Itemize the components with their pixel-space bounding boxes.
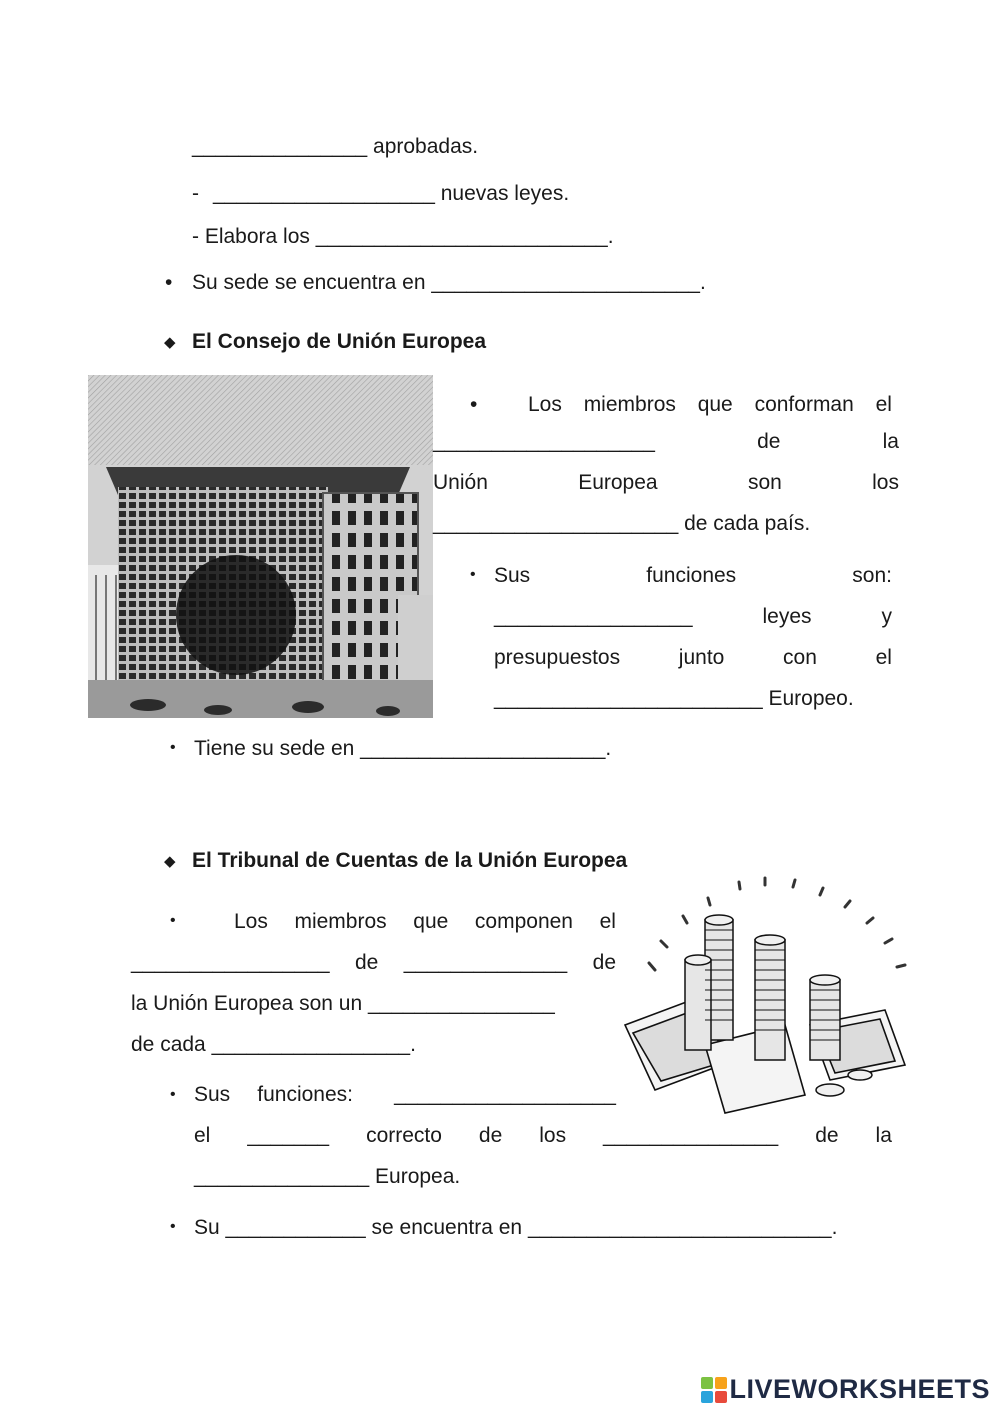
word: funciones — [646, 564, 737, 587]
word: de — [757, 430, 781, 453]
word: Sus — [494, 564, 531, 587]
word: son — [747, 471, 782, 494]
money-illustration — [615, 875, 915, 1120]
tribunal-p1-row3: la Unión Europea son un ________________ — [131, 992, 555, 1015]
section-heading-tribunal: El Tribunal de Cuentas de la Unión Europ… — [192, 849, 628, 872]
consejo-p2-row4: _______________________ Europeo. — [494, 687, 854, 710]
consejo-p2-row1: Sus funciones son: — [494, 564, 892, 588]
consejo-p1-row2: ___________________ de la — [433, 430, 899, 454]
money-sketch — [623, 876, 907, 1114]
word: funciones: — [257, 1083, 353, 1106]
line-aprobadas: _______________ aprobadas. — [192, 135, 479, 158]
word: Europea — [578, 471, 658, 494]
logo-grid-icon — [701, 1376, 728, 1403]
word: componen — [474, 910, 573, 933]
word: presupuestos — [494, 646, 621, 669]
blank: _________________ — [494, 605, 693, 628]
blank: _______________ — [603, 1124, 779, 1147]
word: de — [592, 951, 616, 974]
word: de — [478, 1124, 503, 1147]
diamond-bullet: ◆ — [164, 853, 176, 870]
blank: ___________________ — [433, 430, 655, 453]
tribunal-p1-row2: _________________ de ______________ de — [131, 951, 616, 975]
word: miembros — [583, 393, 676, 416]
building-sketch — [88, 375, 433, 718]
word: correcto — [366, 1124, 442, 1147]
bullet: • — [170, 1086, 176, 1103]
tribunal-p2-row2: el _______ correcto de los _____________… — [194, 1124, 892, 1148]
consejo-p1-row1: Los miembros que conforman el — [528, 393, 892, 417]
word: Sus — [194, 1083, 231, 1106]
word: y — [881, 605, 892, 628]
logo-text: LIVEWORKSHEETS — [729, 1374, 990, 1404]
tribunal-p1-row1: Los miembros que componen el — [234, 910, 616, 934]
word: Los — [528, 393, 562, 416]
word: que — [413, 910, 449, 933]
word: el — [875, 393, 892, 416]
tribunal-p2-row1: Sus funciones: ___________________ — [194, 1083, 616, 1107]
consejo-p2-row3: presupuestos junto con el — [494, 646, 892, 670]
diamond-bullet: ◆ — [164, 334, 176, 351]
line-elabora: - Elabora los _________________________. — [192, 225, 614, 248]
tribunal-sede-line: Su ____________ se encuentra en ________… — [194, 1216, 838, 1239]
word: la — [875, 1124, 892, 1147]
tribunal-p2-row3: _______________ Europea. — [194, 1165, 461, 1188]
word: el — [194, 1124, 211, 1147]
word: el — [599, 910, 616, 933]
line-sede: Su sede se encuentra en ________________… — [192, 271, 706, 294]
word: que — [697, 393, 733, 416]
consejo-p1-row4: _____________________ de cada país. — [433, 512, 811, 535]
consejo-sede-line: Tiene su sede en _____________________. — [194, 737, 612, 760]
consejo-p1-row3: Unión Europea son los — [433, 471, 899, 495]
word: con — [783, 646, 817, 669]
section-heading-consejo: El Consejo de Unión Europea — [192, 330, 487, 353]
word: los — [539, 1124, 567, 1147]
word: junto — [678, 646, 725, 669]
word: miembros — [294, 910, 387, 933]
word: el — [875, 646, 892, 669]
bullet: • — [470, 566, 476, 583]
council-building-image — [88, 375, 433, 718]
bullet: • — [470, 393, 478, 416]
word: Los — [234, 910, 268, 933]
word: leyes — [762, 605, 812, 628]
liveworksheets-logo[interactable]: LIVEWORKSHEETS — [701, 1374, 990, 1405]
word: conforman — [754, 393, 854, 416]
word: los — [872, 471, 899, 494]
line-nuevas-leyes: ___________________ nuevas leyes. — [213, 182, 570, 205]
word: Unión — [433, 471, 488, 494]
bullet: • — [170, 739, 176, 756]
blank: ___________________ — [394, 1083, 616, 1106]
bullet: • — [165, 271, 173, 294]
consejo-p2-row2: _________________ leyes y — [494, 605, 892, 629]
word: de — [354, 951, 379, 974]
word: son: — [852, 564, 892, 587]
bullet: • — [170, 1218, 176, 1235]
word: de — [815, 1124, 839, 1147]
blank: _________________ — [131, 951, 330, 974]
tribunal-p1-row4: de cada _________________. — [131, 1033, 416, 1056]
blank: _______ — [247, 1124, 330, 1147]
bullet: • — [170, 912, 176, 929]
word: la — [882, 430, 899, 453]
blank: ______________ — [403, 951, 568, 974]
dash: - — [192, 182, 199, 205]
